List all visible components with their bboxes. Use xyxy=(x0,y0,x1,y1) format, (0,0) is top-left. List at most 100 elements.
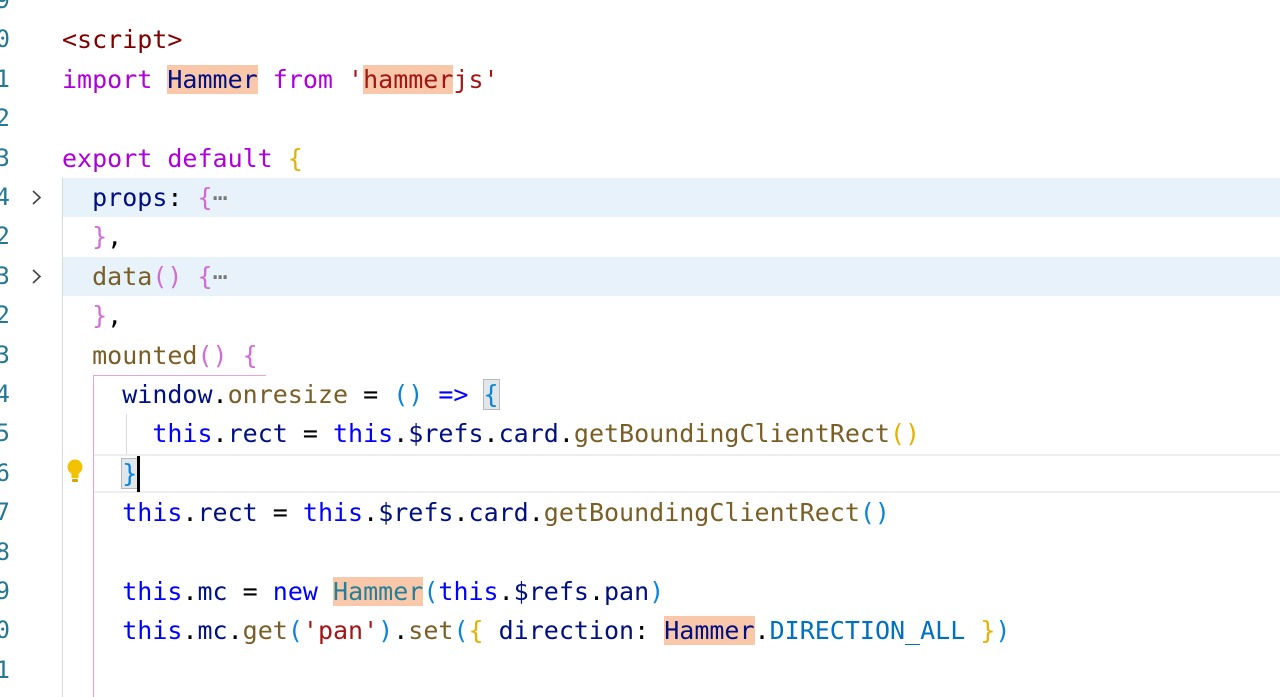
parens: () xyxy=(393,380,424,409)
indent-guide xyxy=(62,178,63,697)
brace: { xyxy=(242,340,258,370)
indent-guide-bracket xyxy=(93,375,266,376)
gbcr-method: getBoundingClientRect xyxy=(573,419,890,449)
fold-ellipsis[interactable]: ⋯ xyxy=(212,261,228,291)
line-number: 1 xyxy=(0,64,10,93)
line-number: 2 xyxy=(0,104,10,133)
line-code: }, xyxy=(62,296,122,335)
line-code: data() {⋯ xyxy=(62,257,228,296)
this-keyword: this xyxy=(122,498,183,528)
line-number: 8 xyxy=(0,537,10,566)
text-cursor xyxy=(137,456,140,492)
line-code: import Hammer from 'hammerjs' xyxy=(62,60,499,99)
dot: . xyxy=(212,419,228,449)
code-line[interactable]: 0 this.mc.get('pan').set({ direction: Ha… xyxy=(0,611,1280,650)
chevron-right-icon[interactable] xyxy=(30,257,44,296)
brace: { xyxy=(197,183,213,212)
mc-property: mc xyxy=(197,616,228,646)
chevron-right-icon[interactable] xyxy=(30,178,44,217)
paren-close: ) xyxy=(649,577,665,606)
code-line[interactable]: 3 data() {⋯ xyxy=(0,256,1280,297)
equals: = xyxy=(242,577,258,606)
indent-guide xyxy=(126,414,127,454)
line-number: 6 xyxy=(0,458,10,487)
comma: , xyxy=(107,222,123,252)
code-line[interactable]: 1 import Hammer from 'hammerjs' xyxy=(0,60,1280,99)
current-line-highlight xyxy=(94,453,1280,494)
line-code: this.mc.get('pan').set({ direction: Hamm… xyxy=(62,611,1010,650)
line-code: } xyxy=(62,454,139,493)
dot: . xyxy=(393,419,409,449)
line-number: 2 xyxy=(0,222,10,251)
line-number: 0 xyxy=(0,616,10,645)
dot: . xyxy=(528,498,544,528)
line-code: }, xyxy=(62,217,122,256)
code-line[interactable]: 4 props: {⋯ xyxy=(0,178,1280,218)
onresize-property: onresize xyxy=(227,380,349,409)
line-number: 4 xyxy=(0,183,10,211)
dot: . xyxy=(483,419,499,449)
line-number: 3 xyxy=(0,143,10,172)
this-keyword: this xyxy=(333,419,394,449)
lightbulb-icon[interactable] xyxy=(66,458,84,484)
code-line[interactable]: 4 window.onresize = () => { xyxy=(0,375,1280,414)
line-number: 7 xyxy=(0,498,10,527)
dot: . xyxy=(182,577,198,606)
script-tag: <script> xyxy=(62,25,183,55)
paren-open: ( xyxy=(423,577,439,606)
refs-property: $refs xyxy=(408,419,484,449)
code-line[interactable]: 3 export default { xyxy=(0,139,1280,178)
code-line[interactable]: 5 this.rect = this.$refs.card.getBoundin… xyxy=(0,414,1280,453)
comma: , xyxy=(107,301,123,331)
string-highlight: hammer xyxy=(363,64,454,94)
mounted-function: mounted xyxy=(92,340,198,370)
code-line[interactable]: 1 xyxy=(0,651,1280,690)
object-close: } xyxy=(980,616,996,646)
line-code: export default { xyxy=(62,139,303,178)
from-keyword: from xyxy=(272,64,333,94)
line-code: this.mc = new Hammer(this.$refs.pan) xyxy=(62,572,664,611)
code-line[interactable]: 8 xyxy=(0,533,1280,572)
arrow: => xyxy=(438,380,469,409)
code-line[interactable]: 9 this.mc = new Hammer(this.$refs.pan) xyxy=(0,572,1280,611)
dot: . xyxy=(182,616,198,646)
this-keyword: this xyxy=(302,498,364,528)
new-keyword: new xyxy=(272,577,318,606)
dot: . xyxy=(754,616,770,646)
code-line[interactable]: 7 this.rect = this.$refs.card.getBoundin… xyxy=(0,493,1280,532)
code-line-active[interactable]: 6 } xyxy=(0,453,1280,494)
colon: : xyxy=(167,183,183,212)
line-number: 0 xyxy=(0,25,10,54)
mc-property: mc xyxy=(197,577,228,606)
dot: . xyxy=(363,498,379,528)
code-line[interactable]: 3 mounted() { xyxy=(0,336,1280,375)
card-property: card xyxy=(468,498,529,528)
line-number: 1 xyxy=(0,655,10,684)
code-line[interactable]: 2 }, xyxy=(0,217,1280,256)
dot: . xyxy=(558,419,574,449)
dot: . xyxy=(588,577,604,606)
code-line[interactable]: 2 }, xyxy=(0,296,1280,335)
rect-property: rect xyxy=(197,498,258,528)
dot: . xyxy=(182,498,198,528)
fold-ellipsis[interactable]: ⋯ xyxy=(212,183,228,212)
line-number: 3 xyxy=(0,261,10,290)
indent-guide-active xyxy=(93,375,94,697)
this-keyword: this xyxy=(438,577,499,606)
card-property: card xyxy=(498,419,559,449)
equals: = xyxy=(302,419,318,449)
paren-open: ( xyxy=(453,616,469,646)
matched-brace: } xyxy=(121,457,139,489)
code-line[interactable]: 2 xyxy=(0,99,1280,138)
pan-string: 'pan' xyxy=(302,616,379,646)
object-open: { xyxy=(468,616,484,646)
this-keyword: this xyxy=(152,419,213,449)
line-number: 9 xyxy=(0,0,10,14)
brace: { xyxy=(197,261,213,291)
code-line[interactable]: 0 <script> xyxy=(0,20,1280,59)
parens: () xyxy=(197,340,228,370)
data-function: data xyxy=(92,261,153,291)
code-line[interactable]: 9 xyxy=(0,0,1280,20)
paren-close: ) xyxy=(995,616,1011,646)
